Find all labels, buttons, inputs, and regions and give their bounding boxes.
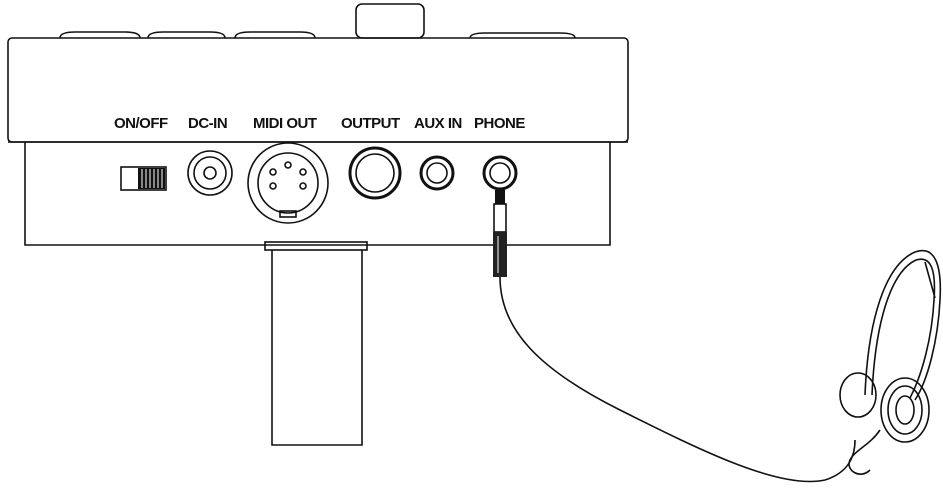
- stand-pole: [264, 241, 368, 446]
- top-knobs: [59, 3, 576, 39]
- label-output: OUTPUT: [341, 115, 400, 132]
- headphones-icon: [839, 249, 942, 475]
- label-on-off: ON/OFF: [114, 115, 168, 132]
- module-upper-body: [7, 37, 629, 143]
- headphone-cable: [499, 276, 856, 483]
- aux-in-jack[interactable]: [419, 155, 455, 191]
- label-aux-in: AUX IN: [414, 115, 462, 132]
- label-phone: PHONE: [474, 115, 525, 132]
- module-lower-panel: [24, 142, 611, 246]
- headphone-plug: [493, 190, 507, 277]
- output-jack[interactable]: [348, 146, 402, 200]
- phone-jack[interactable]: [482, 155, 518, 191]
- midi-out-port[interactable]: [247, 142, 329, 224]
- label-dc-in: DC-IN: [188, 115, 227, 132]
- dc-in-jack[interactable]: [187, 150, 233, 196]
- label-midi-out: MIDI OUT: [253, 115, 317, 132]
- on-off-switch[interactable]: [120, 166, 167, 191]
